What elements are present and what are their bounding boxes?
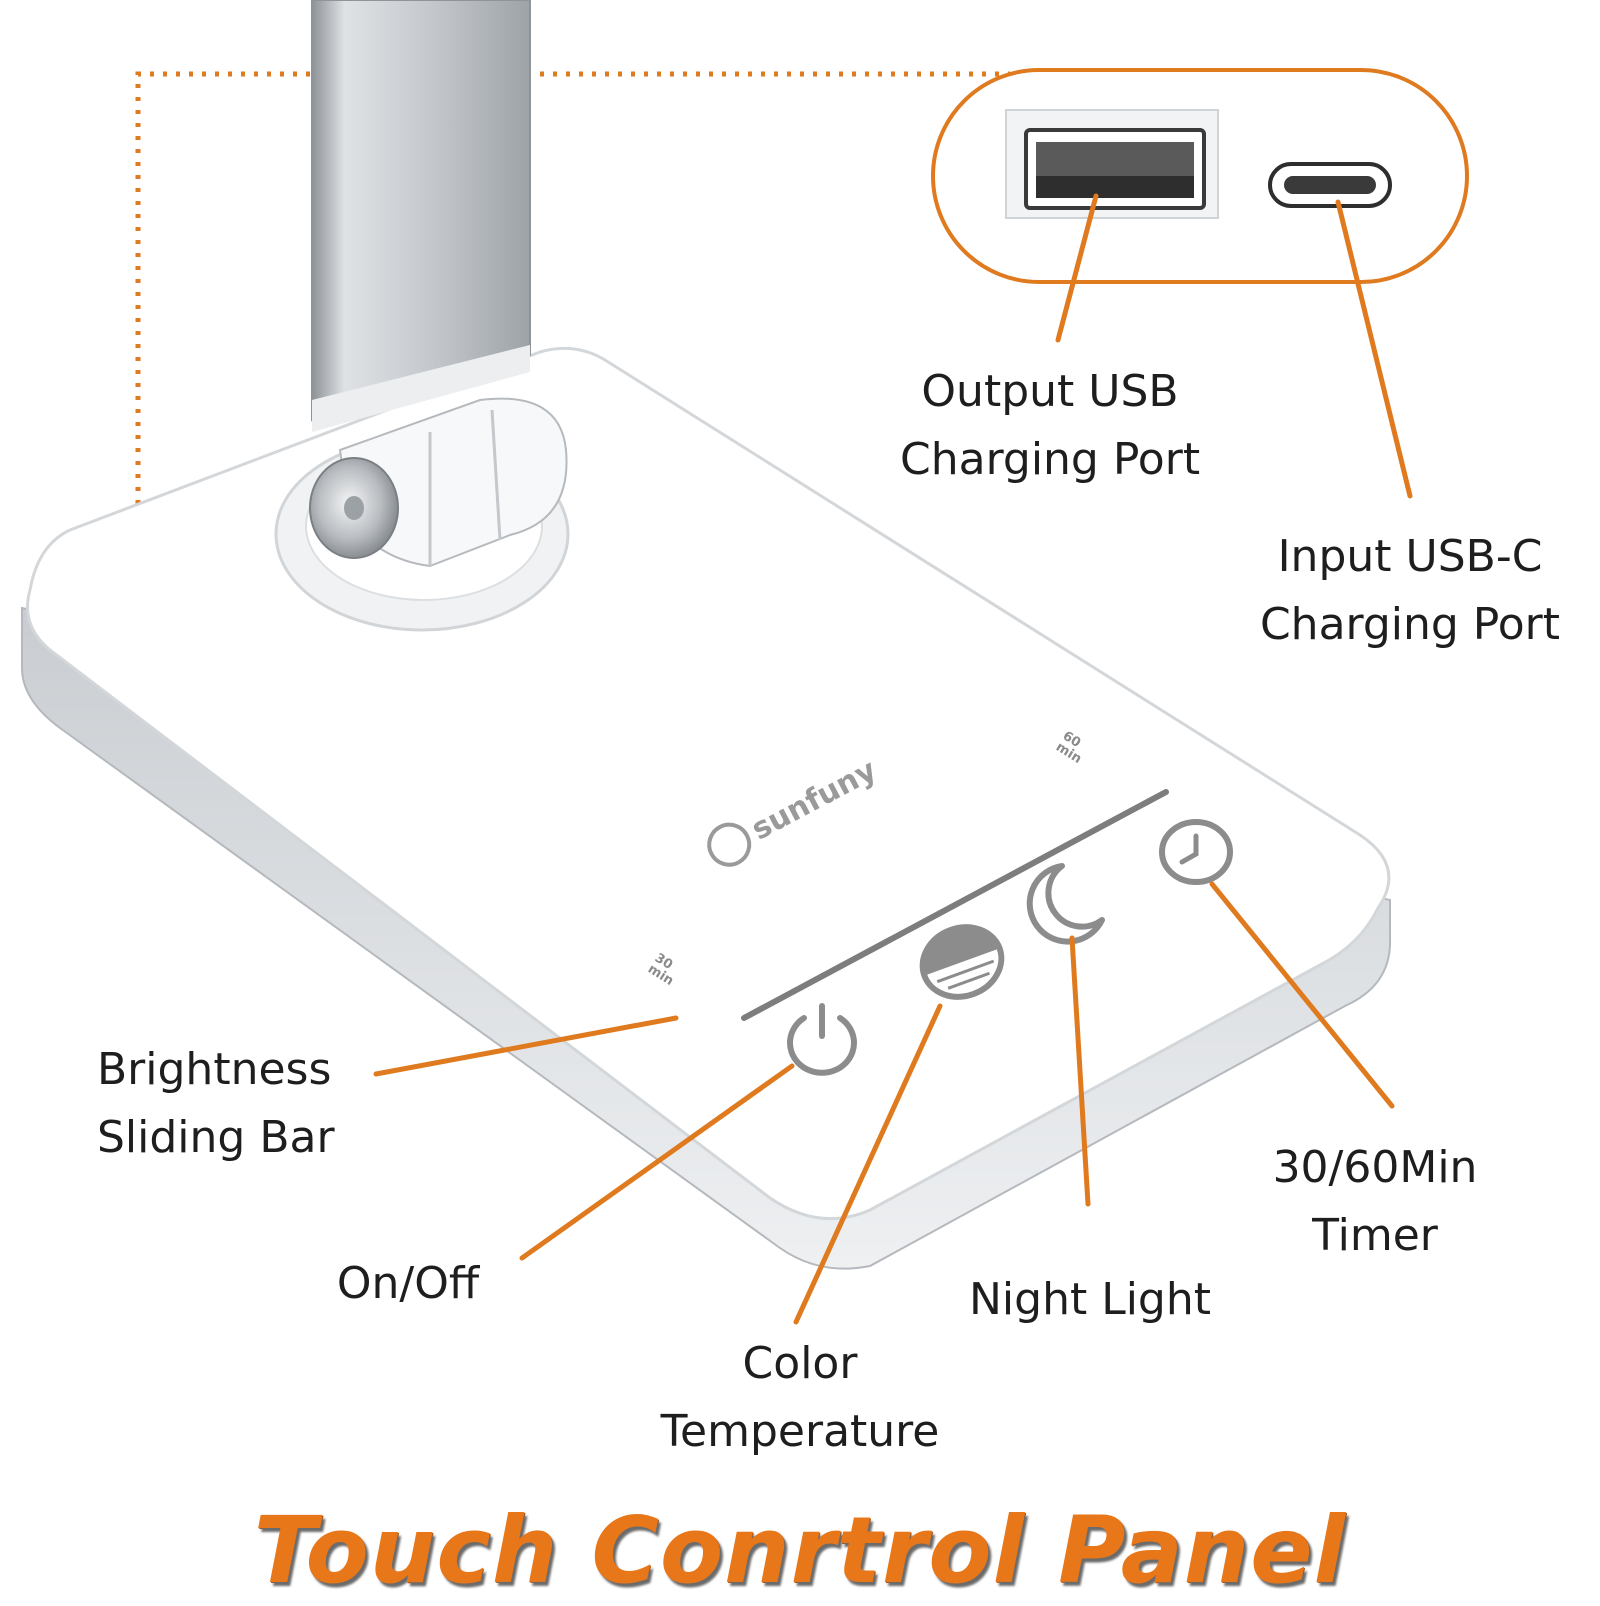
color-temperature-callout-line2: Temperature bbox=[660, 1406, 940, 1457]
timer-callout-line1: 30/60Min bbox=[1272, 1142, 1478, 1193]
callout-line-night-light bbox=[1069, 935, 1091, 1207]
headline: Touch Conrtrol Panel bbox=[253, 1497, 1347, 1604]
timer-callout: 30/60Min Timer bbox=[1250, 1134, 1500, 1270]
callout-line-input-usbc bbox=[1335, 199, 1413, 499]
color-temperature-icon[interactable] bbox=[913, 916, 1011, 1007]
color-temperature-callout: Color Temperature bbox=[640, 1330, 960, 1466]
night-light-callout: Night Light bbox=[960, 1266, 1220, 1334]
timer-icon[interactable] bbox=[1159, 819, 1233, 885]
brand-mark-icon bbox=[707, 822, 752, 867]
brightness-callout-line2: Sliding Bar bbox=[97, 1112, 335, 1163]
on-off-callout-line1: On/Off bbox=[336, 1258, 480, 1309]
input-usbc-callout: Input USB-C Charging Port bbox=[1250, 523, 1570, 659]
callout-line-brightness bbox=[373, 1015, 679, 1077]
callout-line-color-temperature bbox=[793, 1003, 943, 1325]
timer-callout-line2: Timer bbox=[1312, 1210, 1438, 1261]
input-usbc-callout-line2: Charging Port bbox=[1259, 599, 1561, 650]
input-usbc-callout-line1: Input USB-C bbox=[1277, 531, 1543, 582]
output-usb-callout-line1: Output USB bbox=[921, 366, 1179, 417]
output-usb-callout-line2: Charging Port bbox=[900, 434, 1201, 485]
on-off-callout: On/Off bbox=[318, 1250, 498, 1318]
callout-lines bbox=[373, 193, 1413, 1325]
brightness-callout: Brightness Sliding Bar bbox=[97, 1036, 387, 1172]
callout-line-on-off bbox=[519, 1063, 795, 1261]
usb-c-port-icon bbox=[1268, 162, 1392, 208]
brightness-slider-track bbox=[741, 789, 1169, 1021]
usb-a-port-icon bbox=[1024, 128, 1206, 210]
callout-line-timer bbox=[1209, 881, 1395, 1109]
dotted-guide-line bbox=[135, 71, 1010, 543]
night-light-callout-line1: Night Light bbox=[969, 1274, 1211, 1325]
output-usb-callout: Output USB Charging Port bbox=[900, 358, 1200, 494]
moon-icon[interactable] bbox=[1026, 863, 1105, 945]
power-icon[interactable] bbox=[787, 1003, 857, 1076]
callout-line-output-usb bbox=[1055, 193, 1099, 343]
brightness-callout-line1: Brightness bbox=[97, 1044, 332, 1095]
color-temperature-callout-line1: Color bbox=[742, 1338, 858, 1389]
